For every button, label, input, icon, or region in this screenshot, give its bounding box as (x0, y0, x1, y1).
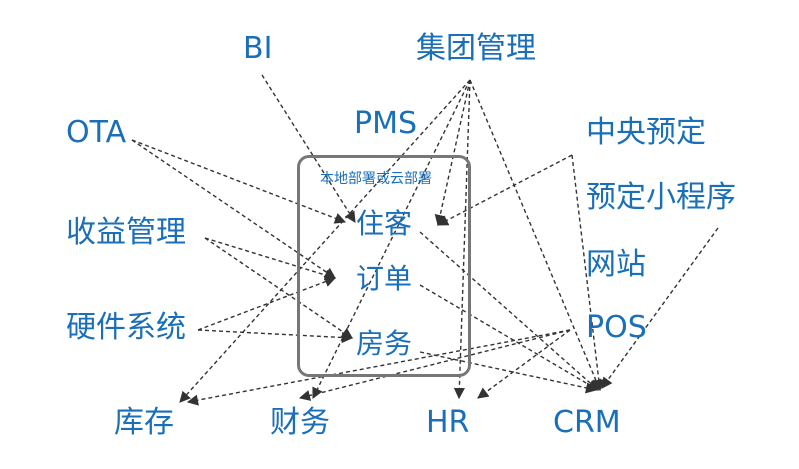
node-website: 网站 (586, 247, 646, 282)
edge-group-to-finance (312, 79, 471, 400)
node-booking-mini-program: 预定小程序 (586, 180, 736, 215)
edge-group-to-inventory (179, 79, 471, 403)
edge-revenue-to-order (204, 237, 337, 281)
node-finance: 财务 (270, 405, 330, 440)
edge-group-to-crm (469, 79, 602, 392)
deployment-group-box (297, 155, 471, 377)
node-order: 订单 (356, 262, 413, 295)
edge-hardware-to-order (197, 276, 337, 331)
node-group-management: 集团管理 (416, 31, 536, 66)
node-hr: HR (426, 405, 470, 440)
edge-pos-to-finance (298, 329, 571, 401)
node-housekeeping: 房务 (356, 327, 413, 360)
node-revenue-management: 收益管理 (66, 215, 186, 250)
node-central-booking: 中央预定 (586, 115, 706, 150)
edge-central-to-crm (571, 154, 605, 392)
edge-ota-to-guest (131, 139, 347, 224)
deployment-label: 本地部署或云部署 (320, 171, 432, 187)
edge-revenue-to-housekeeping (204, 237, 353, 339)
edge-housekeeping-to-crm (419, 351, 598, 394)
node-pms: PMS (354, 106, 418, 141)
edge-pos-to-hr (477, 329, 571, 399)
edge-bi-to-guest (261, 74, 356, 223)
node-ota: OTA (66, 115, 127, 150)
edge-ota-to-order (131, 139, 336, 279)
node-bi: BI (243, 31, 273, 66)
node-inventory: 库存 (114, 405, 174, 440)
edge-guest-to-crm (419, 231, 599, 391)
node-pos: POS (586, 310, 647, 345)
node-hardware-system: 硬件系统 (66, 310, 186, 345)
edge-hardware-to-housekeeping (197, 329, 354, 344)
edge-pos-to-inventory (186, 329, 571, 406)
edge-miniprogram-to-crm (601, 227, 719, 389)
node-crm: CRM (553, 405, 621, 440)
edge-group-to-guest (434, 79, 471, 227)
node-guest: 住客 (356, 207, 413, 240)
